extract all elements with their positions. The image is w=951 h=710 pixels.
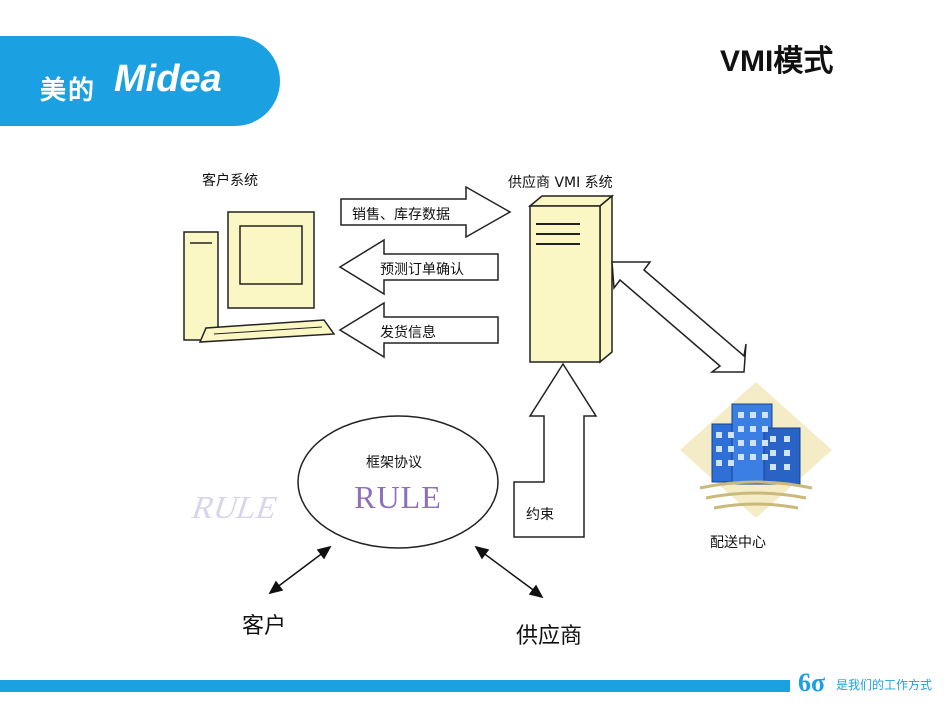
double-arrow-icon bbox=[611, 261, 747, 373]
agreement-label: 框架协议 bbox=[366, 455, 422, 471]
six-sigma-mark: 6σ bbox=[798, 668, 826, 697]
logo-band bbox=[0, 36, 280, 126]
constraint-arrow-shape bbox=[513, 362, 598, 538]
supplier-link-arrow bbox=[474, 545, 544, 599]
constraint-label: 约束 bbox=[526, 507, 554, 523]
distribution-center-label: 配送中心 bbox=[710, 535, 766, 551]
arrow-forecast-order-shape bbox=[338, 238, 499, 296]
supplier-server-icon bbox=[527, 194, 615, 364]
footer-bar bbox=[0, 680, 790, 692]
supplier-label: 供应商 bbox=[516, 623, 583, 648]
arrow-sales-inventory-shape bbox=[340, 185, 512, 239]
customer-system-label: 客户系统 bbox=[202, 173, 258, 189]
arrow-shipping-info-label: 发货信息 bbox=[380, 325, 436, 341]
logo-english: Midea bbox=[114, 58, 222, 100]
footer-slogan: 是我们的工作方式 bbox=[836, 678, 933, 692]
rule-graphic-icon: RULE RULE bbox=[187, 479, 442, 526]
logo-chinese: 美的 bbox=[40, 76, 97, 106]
arrow-sales-inventory-label: 销售、库存数据 bbox=[352, 207, 450, 223]
rule-text: RULE bbox=[354, 479, 442, 515]
distribution-center-icon bbox=[680, 382, 832, 518]
customer-computer-icon bbox=[183, 211, 336, 343]
arrow-shipping-info-shape bbox=[338, 301, 499, 359]
arrow-forecast-order-label: 预测订单确认 bbox=[380, 262, 464, 278]
customer-label: 客户 bbox=[242, 613, 287, 638]
svg-text:RULE: RULE bbox=[187, 491, 282, 526]
customer-link-arrow bbox=[268, 545, 332, 595]
page-title: VMI模式 bbox=[720, 45, 834, 78]
agreement-ellipse bbox=[297, 415, 499, 549]
supplier-system-label: 供应商 VMI 系统 bbox=[508, 175, 613, 191]
